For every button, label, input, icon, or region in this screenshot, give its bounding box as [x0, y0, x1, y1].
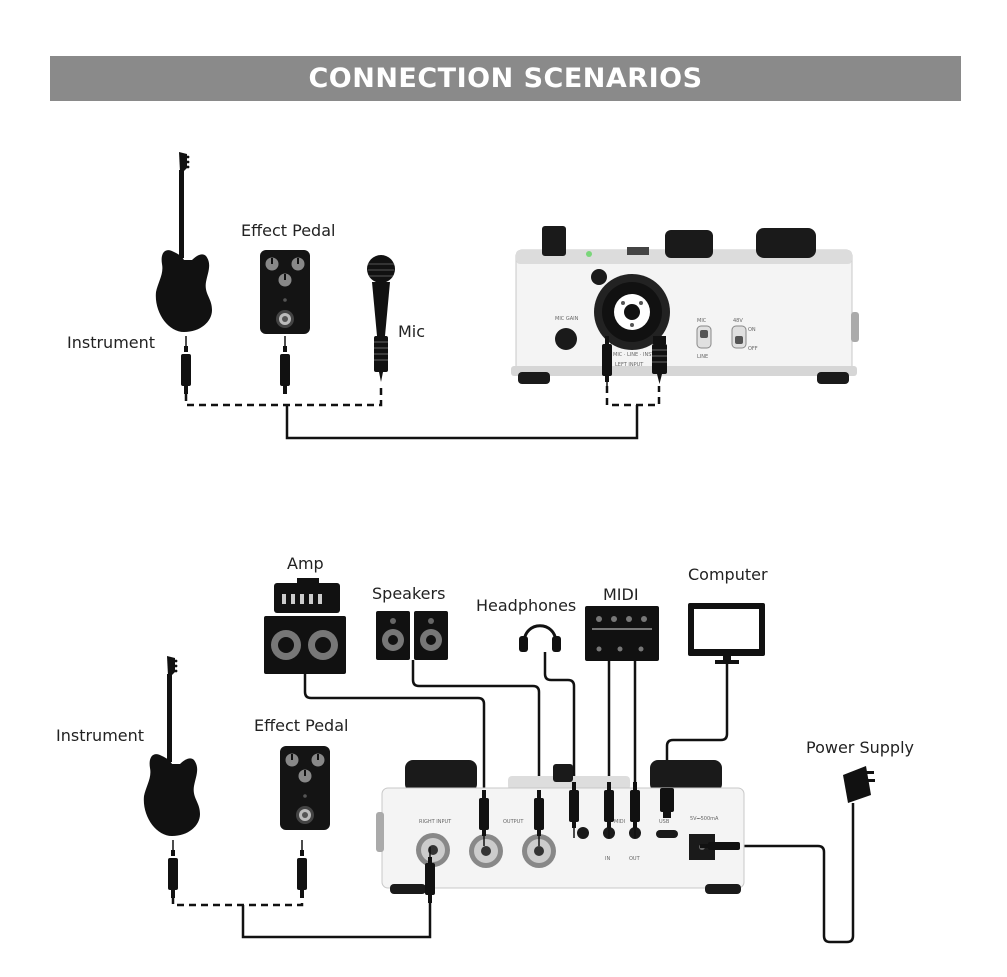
pedal-jack-icon [279, 335, 291, 395]
right-input-label: RIGHT INPUT [419, 819, 452, 825]
input-dashed-link [171, 896, 304, 907]
midi-port-label: MIDI [614, 819, 625, 825]
device-xlr-icon [652, 336, 667, 384]
audio-interface-rear: RIGHT INPUT OUTPUT MIDI IN OUT USB 5V⎓50… [376, 760, 745, 894]
guitar-icon [155, 152, 212, 332]
audio-interface-front: MIC GAIN MIC · LINE · INST LEFT INPUT MI… [511, 226, 859, 384]
speakers-icon [376, 611, 448, 660]
instrument-label-1: Instrument [67, 333, 155, 352]
amp-label: Amp [287, 554, 324, 573]
device-dashed-link [605, 386, 661, 407]
main-cable [285, 405, 639, 440]
page-title: CONNECTION SCENARIOS [308, 63, 703, 94]
mic-line-inst-label: MIC · LINE · INST [613, 352, 655, 358]
usb-plug-icon [660, 788, 674, 818]
usb-cable [665, 664, 729, 790]
effect-pedal-label-2: Effect Pedal [254, 716, 348, 735]
effect-pedal-icon [259, 249, 311, 335]
switch-line-label: LINE [697, 354, 708, 360]
instrument-label-2: Instrument [56, 726, 144, 745]
phantom-label: 48V [733, 318, 743, 324]
mic-label: Mic [398, 322, 425, 341]
input-dashed-link [184, 384, 383, 407]
phantom-off-label: OFF [748, 346, 758, 352]
title-bar: CONNECTION SCENARIOS [50, 56, 961, 101]
pedal-jack-icon [296, 839, 308, 899]
instrument-jack-icon [167, 839, 179, 899]
power-supply-label: Power Supply [806, 738, 914, 757]
amp-cable [303, 674, 486, 802]
midi-out-label: OUT [629, 856, 641, 862]
speakers-cable [411, 660, 541, 802]
midi-device-icon [585, 606, 659, 661]
phantom-on-label: ON [748, 327, 756, 333]
computer-icon [688, 603, 765, 664]
switch-mic-label: MIC [697, 318, 707, 324]
instrument-jack-icon [180, 335, 192, 395]
effect-pedal-label-1: Effect Pedal [241, 221, 335, 240]
power-adapter-icon [843, 766, 875, 803]
amp-icon [264, 578, 346, 674]
output-label: OUTPUT [503, 819, 524, 825]
guitar-icon [143, 656, 200, 836]
headphones-label: Headphones [476, 596, 576, 615]
speakers-label: Speakers [372, 584, 445, 603]
midi-label: MIDI [603, 585, 639, 604]
effect-pedal-icon [279, 745, 331, 831]
headphones-cable [543, 652, 576, 790]
computer-label: Computer [688, 565, 768, 584]
mic-gain-label: MIC GAIN [555, 316, 579, 322]
usb-label: USB [659, 819, 670, 825]
midi-in-label: IN [605, 856, 610, 862]
input-cable [241, 903, 432, 939]
headphones-icon [519, 624, 561, 652]
left-input-label: LEFT INPUT [615, 362, 644, 368]
device-jack-icon [601, 335, 613, 393]
power-plug-icon [700, 842, 740, 850]
scenario-1: Instrument Effect Pedal Mic [67, 152, 859, 440]
microphone-icon [367, 255, 395, 382]
scenario-2: Amp Speakers Headphones MIDI [56, 554, 914, 944]
power-rating-label: 5V⎓500mA [690, 816, 719, 822]
power-cable [740, 803, 855, 944]
